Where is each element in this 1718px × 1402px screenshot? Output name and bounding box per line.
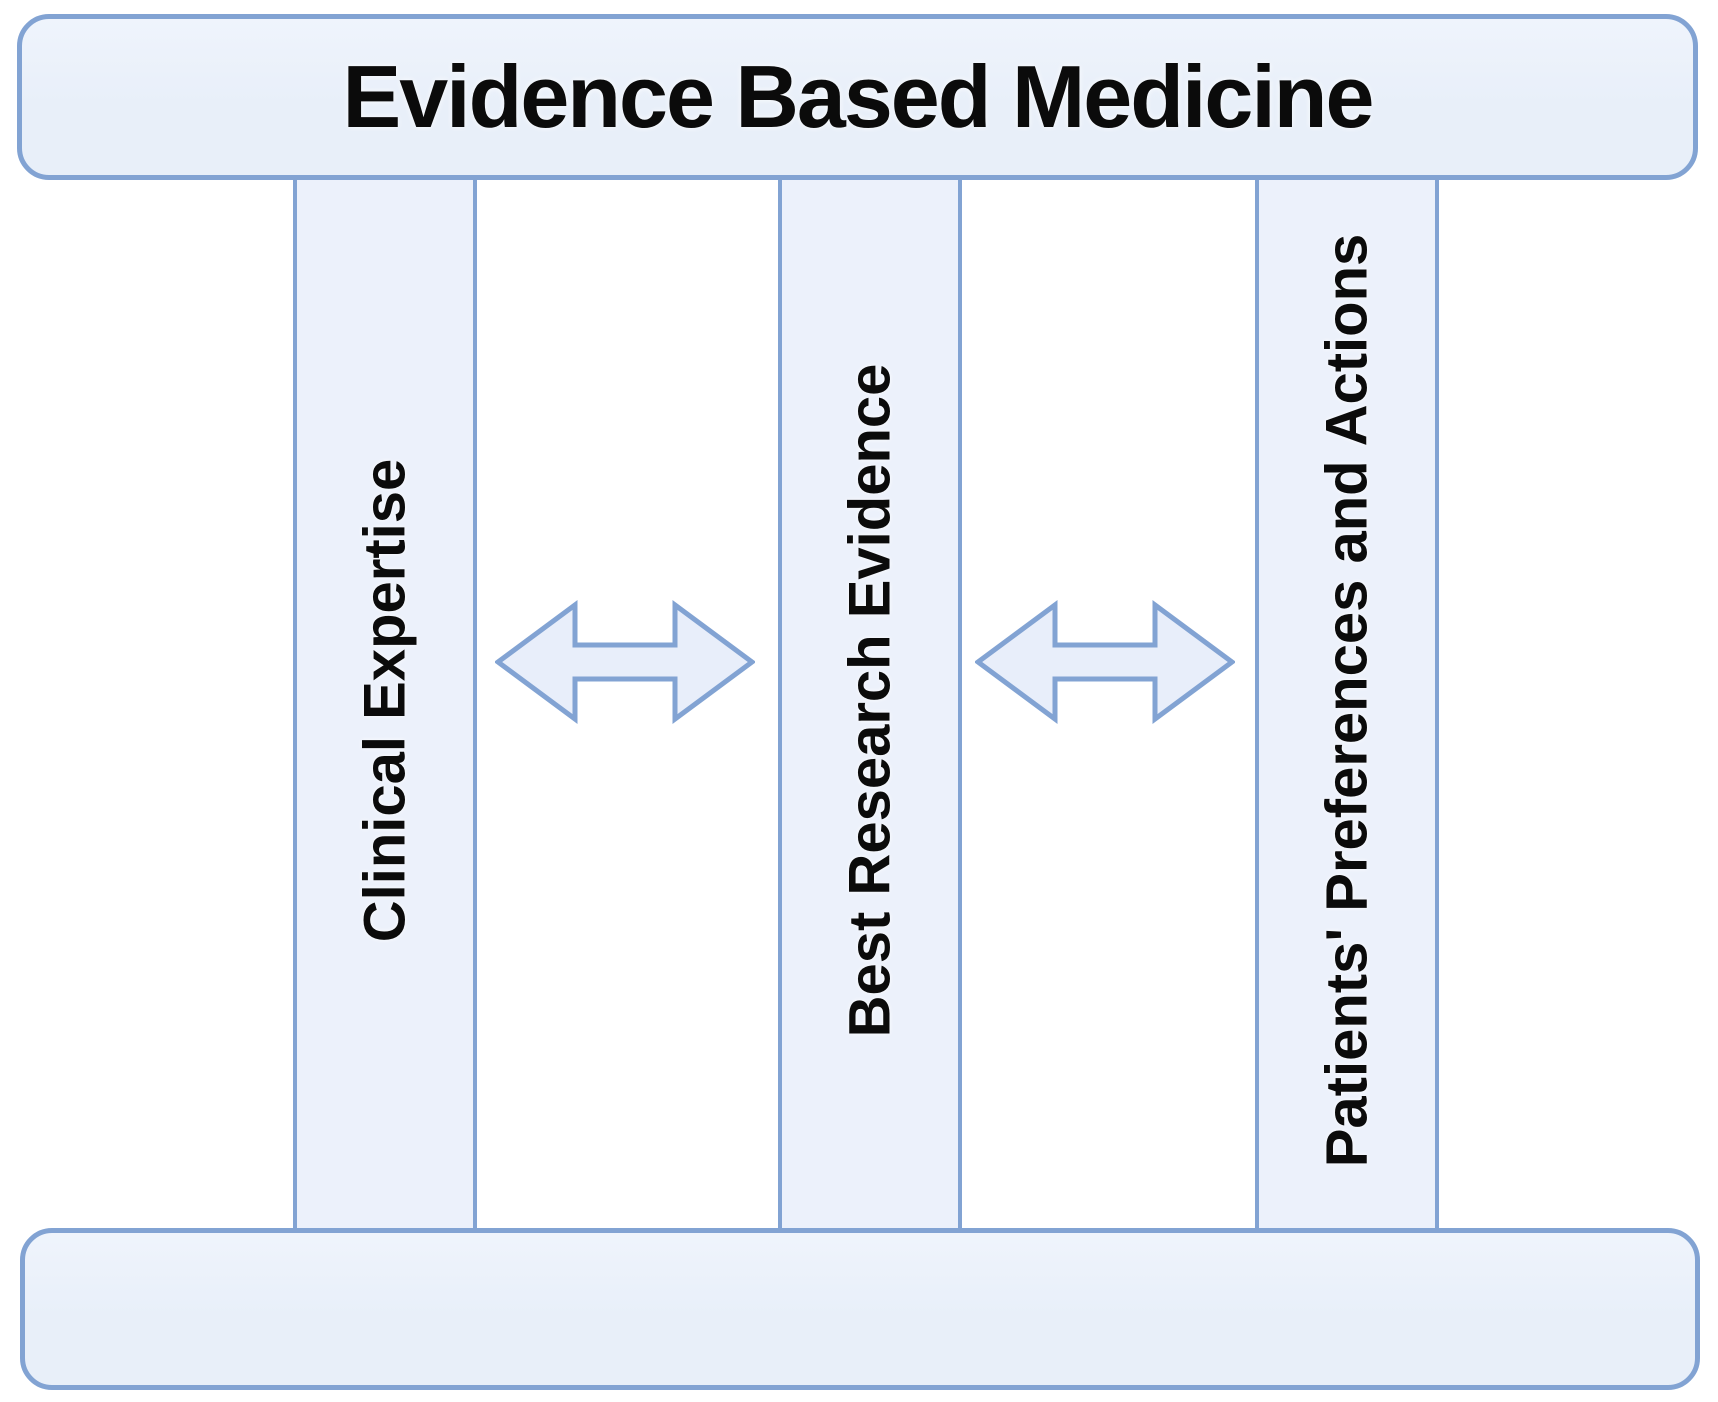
ebm-header-bar: Evidence Based Medicine	[17, 14, 1698, 180]
ebm-base-bar	[20, 1228, 1700, 1390]
pillar-patients-preferences-and-actions: Patients' Preferences and Actions	[1255, 163, 1439, 1237]
ebm-title: Evidence Based Medicine	[342, 47, 1375, 146]
pillar-label-clinical-expertise: Clinical Expertise	[352, 458, 418, 942]
double-arrow-icon	[975, 600, 1235, 724]
pillar-label-patients-preferences-and-actions: Patients' Preferences and Actions	[1314, 233, 1380, 1167]
pillar-best-research-evidence: Best Research Evidence	[778, 163, 962, 1237]
double-arrow-icon	[495, 600, 755, 724]
pillar-clinical-expertise: Clinical Expertise	[293, 163, 477, 1237]
pillar-label-best-research-evidence: Best Research Evidence	[837, 363, 903, 1037]
